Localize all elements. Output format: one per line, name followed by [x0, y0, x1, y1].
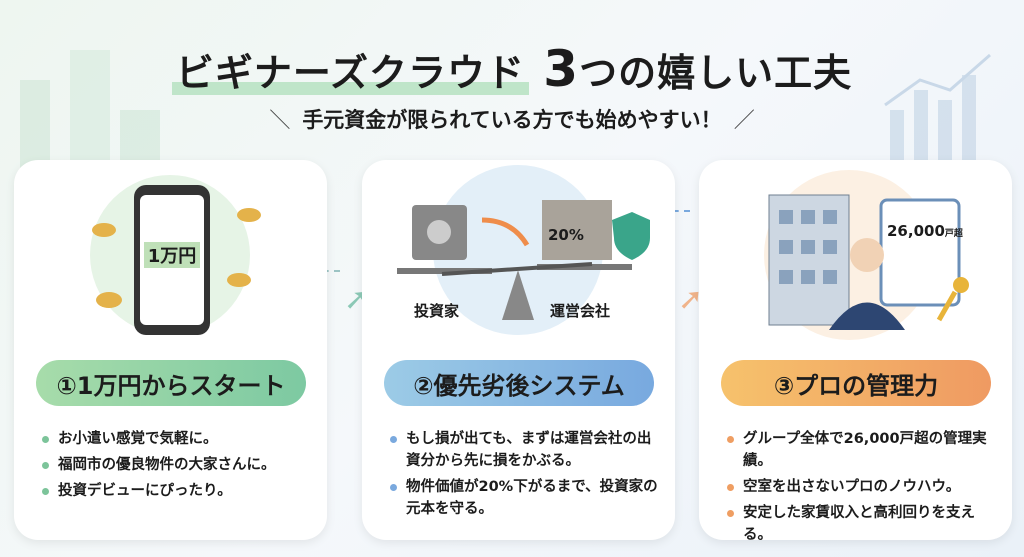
board-count: 26,000戸超	[887, 222, 963, 240]
bullet-list: もし損が出ても、まずは運営会社の出資分から先に損をかぶる。 物件価値が20%下が…	[390, 428, 661, 524]
feature-heading-2: ②優先劣後システム	[384, 360, 654, 406]
feature-heading-1: ①1万円からスタート	[36, 360, 306, 406]
city-skyline-decoration	[20, 50, 160, 180]
list-item: 空室を出さないプロのノウハウ。	[727, 476, 998, 498]
title-number: 3	[543, 40, 580, 98]
list-item: お小遣い感覚で気軽に。	[42, 428, 313, 450]
feature-card-1: 1万円 ①1万円からスタート お小遣い感覚で気軽に。 福岡市の優良物件の大家さん…	[14, 160, 327, 540]
title-brand: ビギナーズクラウド	[171, 51, 530, 95]
list-item: 物件価値が20%下がるまで、投資家の元本を守る。	[390, 476, 661, 520]
feature-card-2: 20% 投資家 運営会社 ②優先劣後システム もし損が出ても、まずは運営会社の出…	[362, 160, 675, 540]
page-title: ビギナーズクラウド 3つの嬉しい工夫	[0, 40, 1024, 98]
board-number: 26,000	[887, 222, 945, 240]
board-unit: 戸超	[944, 229, 963, 239]
balance-scale-illustration	[397, 165, 650, 335]
investor-label: 投資家	[414, 302, 460, 320]
building-manager-illustration	[764, 170, 969, 340]
list-item: もし損が出ても、まずは運営会社の出資分から先に損をかぶる。	[390, 428, 661, 472]
percent-label: 20%	[548, 226, 584, 244]
bullet-list: グループ全体で26,000戸超の管理実績。 空室を出さないプロのノウハウ。 安定…	[727, 428, 998, 550]
subtitle-text: 手元資金が限られている方でも始めやすい！	[302, 108, 722, 132]
operator-label: 運営会社	[550, 302, 611, 320]
arrow-icon: ➚	[678, 282, 704, 317]
list-item: 投資デビューにぴったり。	[42, 480, 313, 502]
feature-card-3: 26,000戸超 ③プロの管理力 グループ全体で26,000戸超の管理実績。 空…	[699, 160, 1012, 543]
list-item: 安定した家賃収入と高利回りを支える。	[727, 502, 998, 546]
bar-chart-decoration	[884, 53, 991, 160]
list-item: グループ全体で26,000戸超の管理実績。	[727, 428, 998, 472]
subtitle: ＼手元資金が限られている方でも始めやすい！／	[269, 108, 755, 132]
list-item: 福岡市の優良物件の大家さんに。	[42, 454, 313, 476]
title-suffix: つの嬉しい工夫	[579, 51, 853, 95]
phone-amount-label: 1万円	[144, 242, 200, 268]
feature-heading-3: ③プロの管理力	[721, 360, 991, 406]
bullet-list: お小遣い感覚で気軽に。 福岡市の優良物件の大家さんに。 投資デビューにぴったり。	[42, 428, 313, 506]
